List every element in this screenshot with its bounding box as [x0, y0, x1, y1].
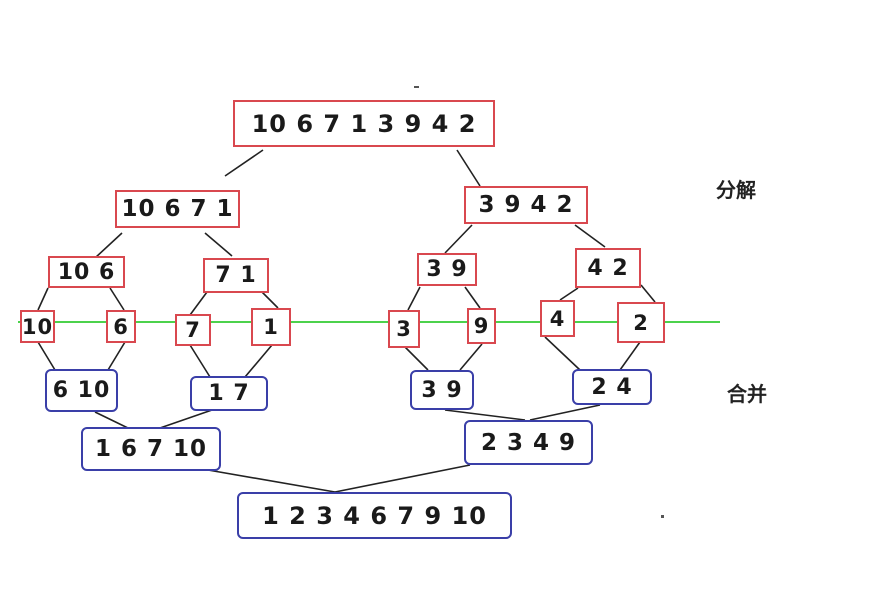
connector-line — [107, 341, 126, 371]
merge-lr-box: 1 7 — [190, 376, 268, 411]
split-lr-box: 7 1 — [203, 258, 269, 293]
connector-line — [407, 286, 421, 311]
merge-ll-box: 6 10 — [45, 369, 118, 412]
split-rl-box: 3 9 — [417, 253, 477, 286]
stray-dot — [414, 86, 419, 88]
merge-rl-box: 3 9 — [410, 370, 474, 410]
split-left-box: 10 6 7 1 — [115, 190, 240, 228]
connector-line — [464, 286, 481, 309]
split-rll-box: 3 — [388, 310, 420, 348]
connector-line — [224, 149, 264, 177]
merge-right-box: 2 3 4 9 — [464, 420, 593, 465]
connector-line — [444, 224, 473, 254]
split-rrl-box: 4 — [540, 300, 575, 337]
connector-line — [334, 464, 471, 493]
connector-line — [261, 291, 279, 309]
decompose-label: 分解 — [716, 178, 756, 202]
split-rrr-box: 2 — [617, 302, 665, 343]
connector-line — [444, 409, 526, 421]
connector-line — [204, 232, 233, 257]
split-ll-box: 10 6 — [48, 256, 125, 288]
split-right-box: 3 9 4 2 — [464, 186, 588, 224]
split-llr-box: 6 — [106, 310, 136, 343]
connector-line — [189, 291, 208, 316]
merge-label: 合并 — [727, 382, 767, 406]
connector-line — [559, 287, 579, 301]
connector-line — [544, 336, 581, 371]
connector-line — [619, 341, 641, 371]
connector-line — [529, 404, 601, 421]
split-root-box: 10 6 7 1 3 9 4 2 — [233, 100, 495, 147]
connector-line — [459, 343, 483, 371]
connector-line — [109, 287, 125, 311]
connector-line — [244, 344, 273, 378]
merge-left-box: 1 6 7 10 — [81, 427, 221, 471]
connector-line — [37, 341, 56, 371]
split-lrl-box: 7 — [175, 314, 211, 346]
connector-line — [574, 224, 606, 248]
connector-line — [456, 149, 481, 187]
connector-line — [37, 287, 49, 311]
split-rlr-box: 9 — [467, 308, 496, 344]
connector-line — [640, 284, 656, 303]
merge-rr-box: 2 4 — [572, 369, 652, 405]
connector-line — [404, 346, 429, 371]
connector-line — [189, 344, 211, 378]
merge-root-box: 1 2 3 4 6 7 9 10 — [237, 492, 512, 539]
split-lrr-box: 1 — [251, 308, 291, 346]
connector-line — [159, 409, 213, 429]
connector-line — [207, 469, 336, 493]
split-rr-box: 4 2 — [575, 248, 641, 288]
stray-dot — [661, 515, 664, 518]
split-lll-box: 10 — [20, 310, 55, 343]
connector-line — [94, 411, 129, 429]
connector-line — [94, 232, 123, 259]
